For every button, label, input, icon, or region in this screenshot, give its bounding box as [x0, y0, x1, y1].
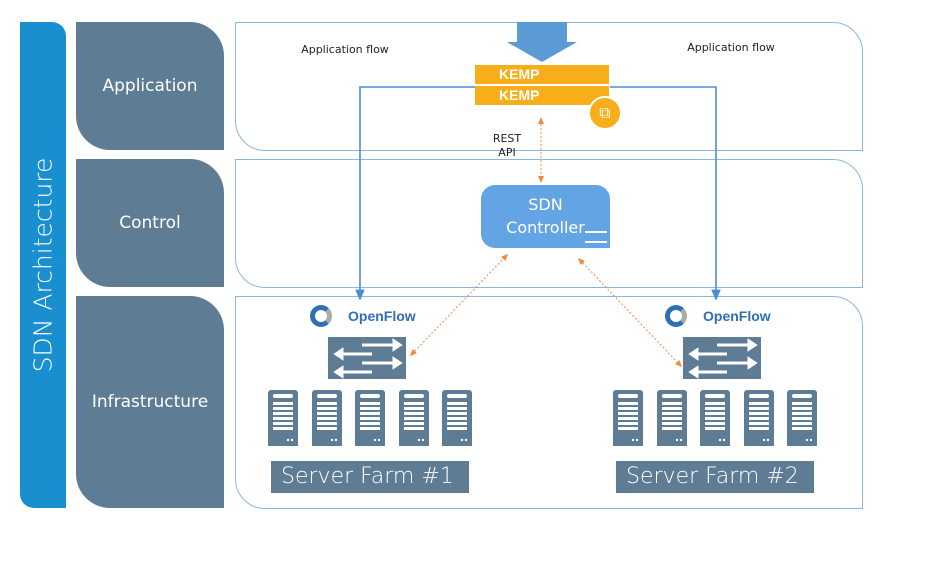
server-icon: [613, 390, 643, 446]
sdn-controller: SDN Controller: [481, 185, 610, 248]
virtual-appliance-icon: ⧉: [588, 96, 622, 130]
menu-lines-icon: [585, 231, 607, 243]
app-flow-right-line: [610, 86, 721, 301]
openflow-link-1: [409, 253, 509, 357]
switch-arrows-icon: [333, 338, 403, 379]
layer-application: Application: [76, 22, 224, 150]
layer-infrastructure: Infrastructure: [76, 296, 224, 508]
server-icon: [399, 390, 429, 446]
server-icon: [700, 390, 730, 446]
layer-label: Control: [119, 213, 181, 233]
layer-control: Control: [76, 159, 224, 287]
server-icon: [355, 390, 385, 446]
openflow-icon: [310, 305, 332, 327]
server-icon: [657, 390, 687, 446]
openflow-label: OpenFlow: [703, 308, 771, 324]
kemp-load-balancer-2: KEMP: [475, 86, 609, 105]
server-icon: [787, 390, 817, 446]
controller-label-1: SDN: [528, 195, 563, 214]
switch-1: [328, 337, 406, 379]
server-farm-2-label: Server Farm #2: [616, 461, 814, 493]
openflow-icon: [665, 305, 687, 327]
layer-label: Application: [102, 76, 198, 96]
layer-label: Infrastructure: [91, 392, 209, 412]
server-icon: [744, 390, 774, 446]
server-icon: [312, 390, 342, 446]
kemp-logo: KEMP: [499, 66, 540, 82]
sidebar-title-bar: SDN Architecture: [20, 22, 66, 508]
app-flow-left-label: Application flow: [301, 43, 389, 56]
server-icon: [442, 390, 472, 446]
kemp-load-balancer-1: KEMP: [475, 65, 609, 84]
openflow-label: OpenFlow: [348, 308, 416, 324]
switch-arrows-icon: [688, 338, 758, 379]
rest-api-label: REST API: [492, 132, 522, 159]
openflow-logo-1: OpenFlow: [310, 305, 416, 327]
kemp-logo: KEMP: [499, 87, 540, 103]
app-flow-left-line: [355, 86, 475, 301]
server-farm-1-label: Server Farm #1: [271, 461, 469, 493]
openflow-link-2: [577, 257, 683, 368]
switch-2: [683, 337, 761, 379]
server-icon: [268, 390, 298, 446]
openflow-logo-2: OpenFlow: [665, 305, 771, 327]
app-flow-right-label: Application flow: [687, 41, 775, 54]
ingress-arrow-icon: [507, 22, 577, 62]
controller-label-2: Controller: [506, 218, 585, 237]
